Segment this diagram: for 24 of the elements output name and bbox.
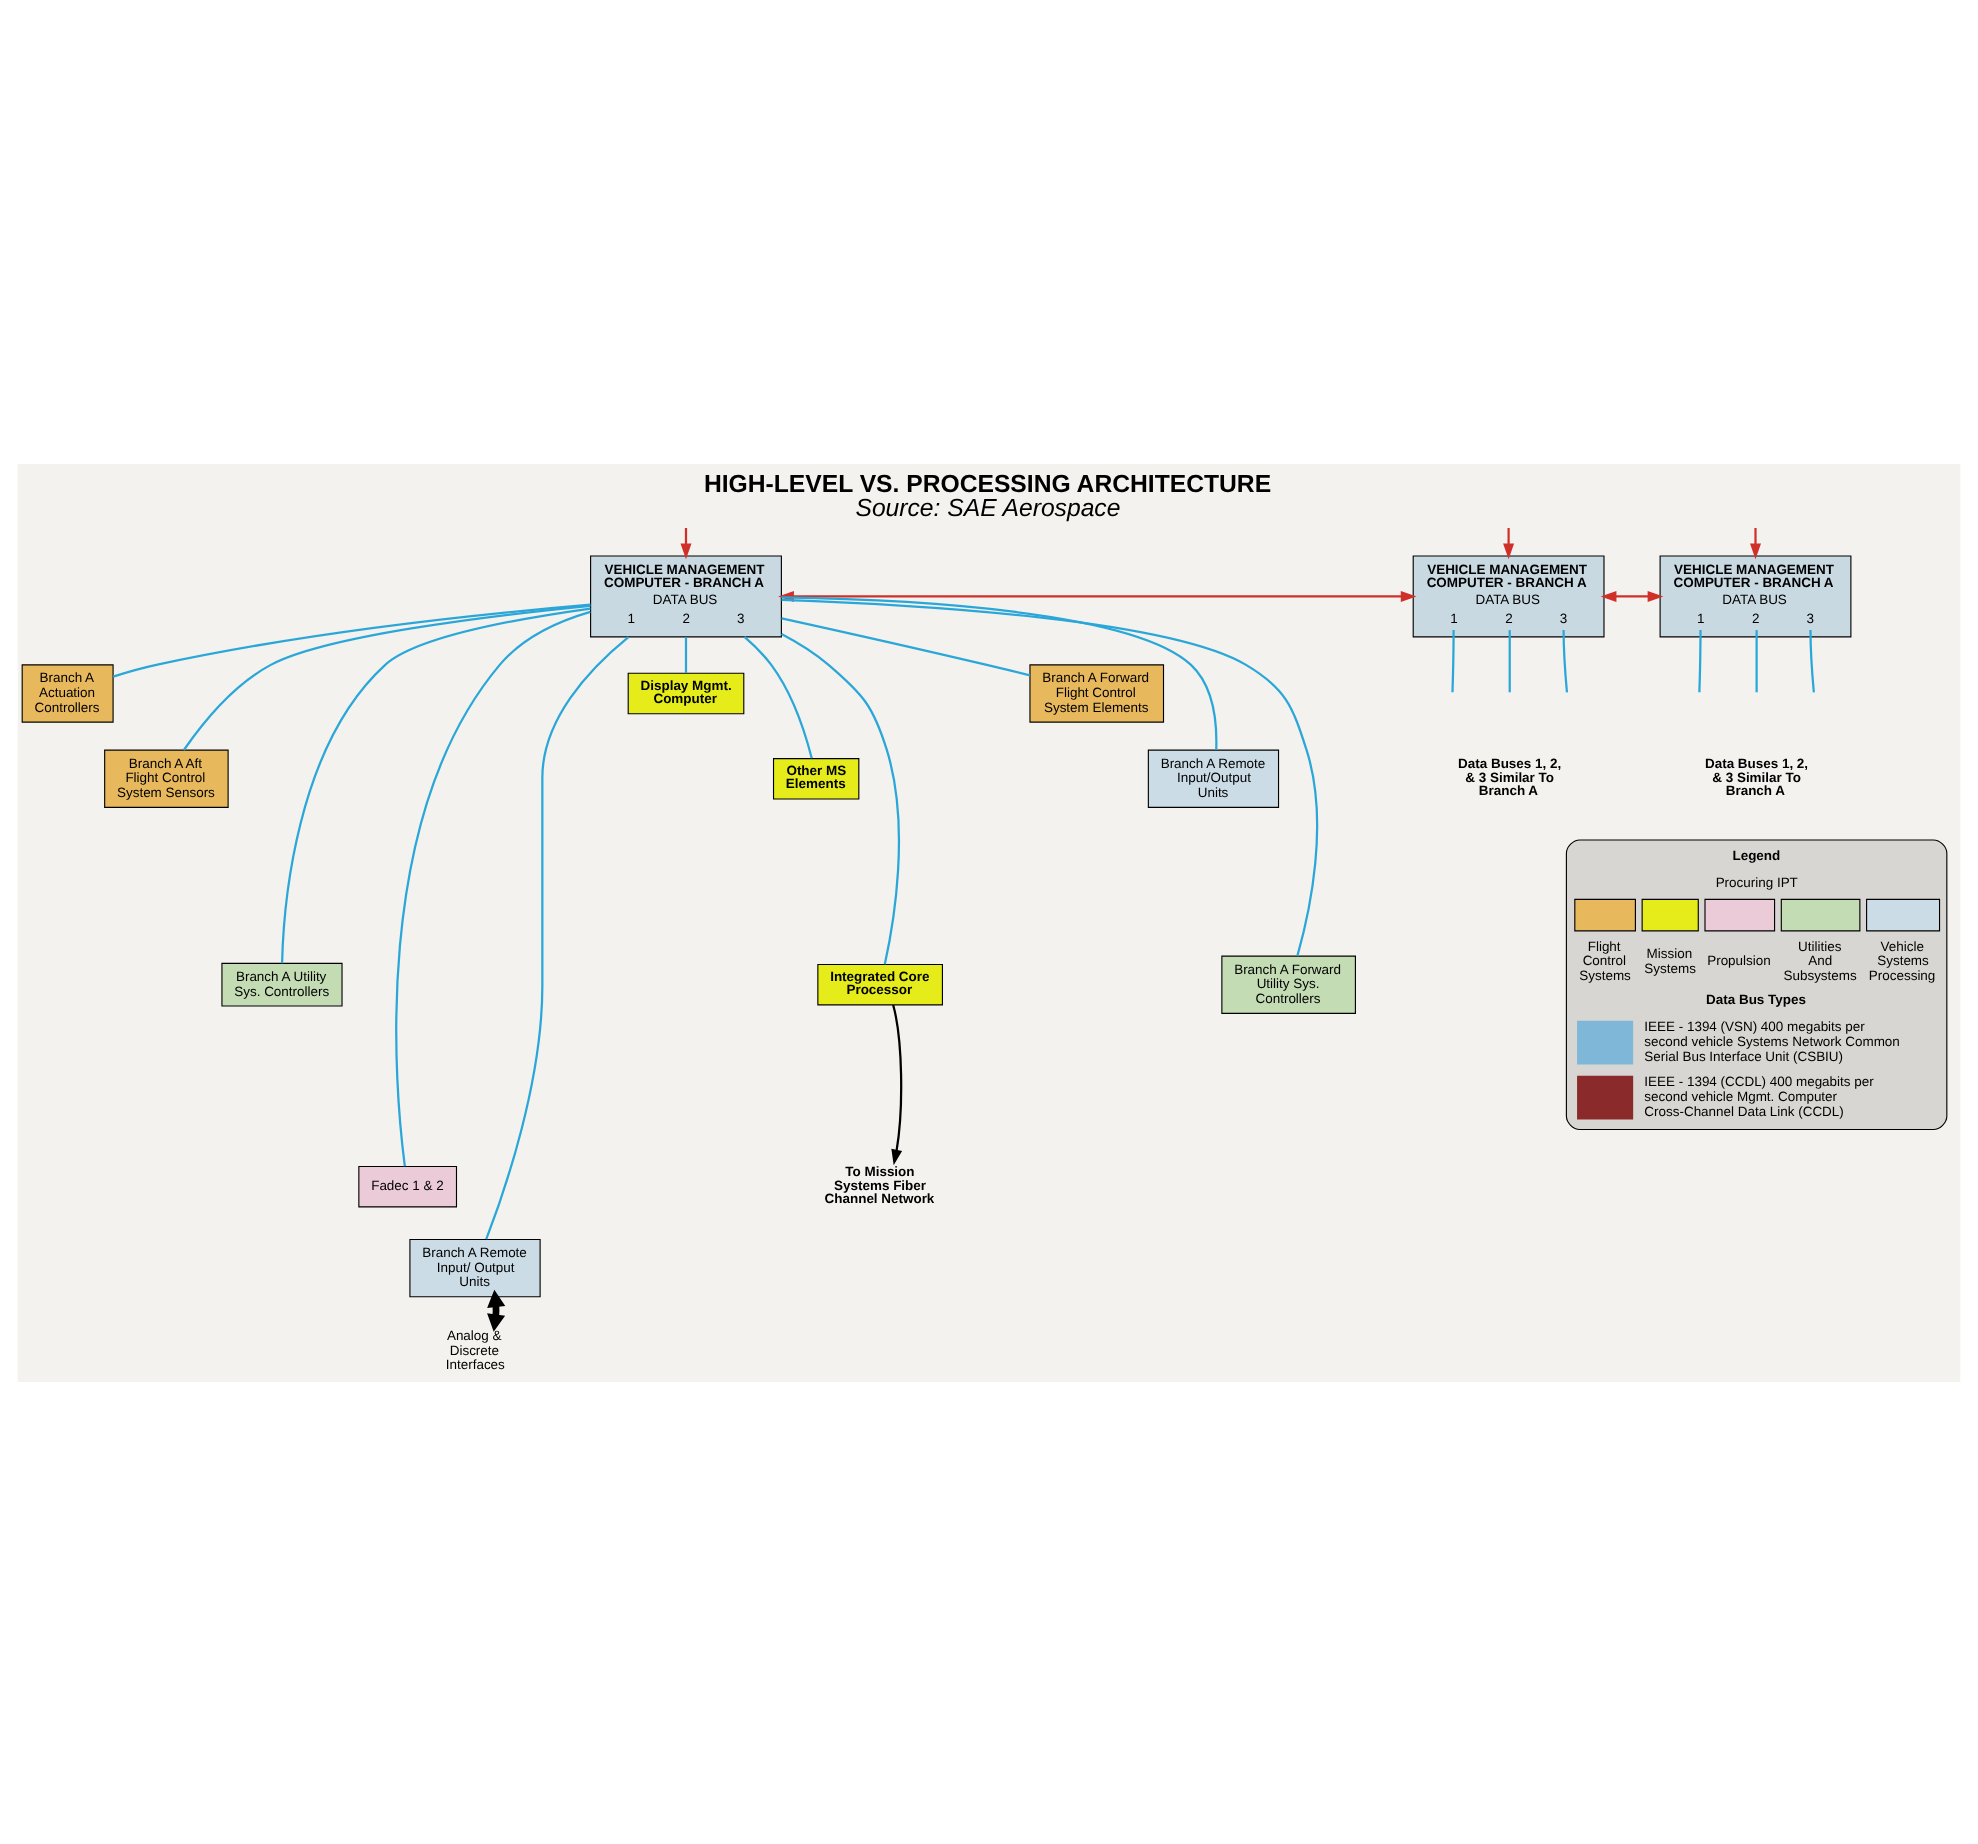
connector (1698, 629, 1702, 692)
connector (1809, 629, 1815, 692)
arrow (891, 1003, 903, 1165)
connector (280, 606, 591, 963)
connector (781, 632, 900, 964)
connector (182, 603, 591, 750)
arrow (1600, 589, 1664, 601)
arrow (1503, 527, 1515, 559)
connector (485, 635, 630, 1239)
connector (1451, 629, 1455, 692)
arrow (487, 1288, 506, 1331)
connector (781, 595, 1218, 749)
connector (395, 609, 591, 1166)
diagram-title: HIGH-LEVEL VS. PROCESSING ARCHITECTURE (703, 468, 1272, 497)
connector (684, 636, 688, 673)
connector (1562, 629, 1569, 692)
connector (781, 616, 1031, 676)
connector (781, 597, 1319, 956)
connector (1508, 629, 1511, 692)
arrow (1750, 527, 1761, 559)
connector (1755, 629, 1758, 692)
caption: Source: SAE Aerospace (855, 493, 1121, 522)
connector (743, 635, 813, 758)
connector (112, 602, 591, 677)
